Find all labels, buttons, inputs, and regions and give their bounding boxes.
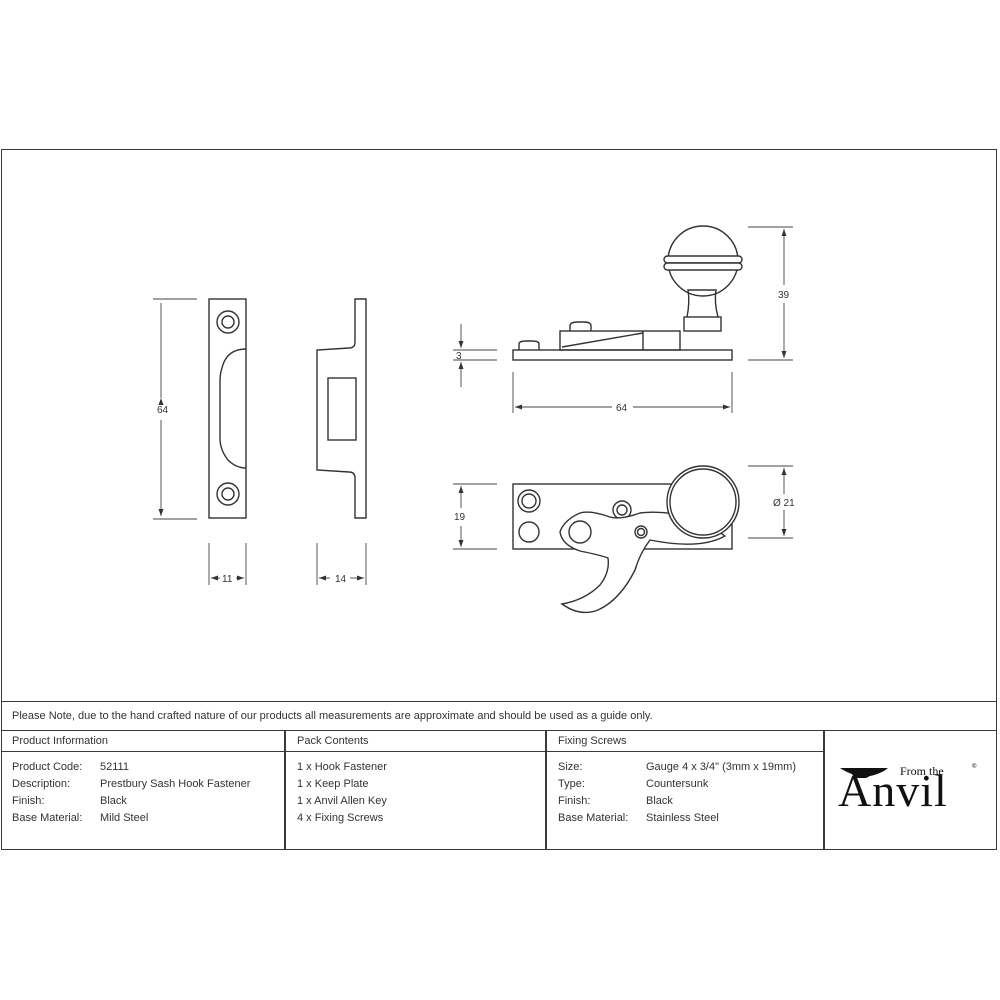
info-label: Base Material: [12,812,83,824]
dim-keep-plate-width: 11 [222,574,233,585]
info-row: Description: Prestbury Sash Hook Fastener [12,776,250,793]
screw-value: Stainless Steel [646,812,719,824]
disclaimer-text: Please Note, due to the hand crafted nat… [12,710,653,722]
screw-label: Size: [558,761,583,773]
column-divider [823,731,825,850]
dim-fastener-width: 19 [454,512,466,523]
drawing-sheet-border [1,149,997,850]
pack-item: 1 x Anvil Allen Key [297,795,387,807]
pack-contents-header: Pack Contents [286,731,545,752]
info-row: Base Material: Mild Steel [12,810,250,827]
fixing-screws-section: Fixing Screws Size: Gauge 4 x 3/4" (3mm x… [547,731,823,850]
info-label: Product Code: [12,761,83,773]
screw-label: Finish: [558,795,591,807]
info-value: 52111 [100,761,129,773]
screw-value: Countersunk [646,778,709,790]
pack-contents-section: Pack Contents 1 x Hook Fastener 1 x Keep… [286,731,545,850]
keep-plate-side-view [316,298,367,519]
dim-keep-side-depth: 14 [335,574,347,585]
info-row: Product Code: 52111 [12,759,250,776]
fixing-screws-rows: Size: Gauge 4 x 3/4" (3mm x 19mm) Type: Co… [558,759,796,827]
info-value: Prestbury Sash Hook Fastener [100,778,251,790]
fixing-screws-header: Fixing Screws [547,731,823,752]
product-information-title: Product Information [12,735,108,747]
screw-row: Base Material: Stainless Steel [558,810,796,827]
screw-label: Type: [558,778,585,790]
anvil-icon [840,768,888,778]
technical-drawing: 64 11 14 3 64 39 19 Ø 21 [153,225,795,614]
info-value: Black [100,795,127,807]
disclaimer-row: Please Note, due to the hand crafted nat… [1,701,997,731]
logo-registered-mark: ® [972,764,977,770]
pack-contents-list: 1 x Hook Fastener 1 x Keep Plate 1 x Anv… [297,759,387,827]
pack-item: 1 x Keep Plate [297,778,369,790]
screw-row: Type: Countersunk [558,776,796,793]
keep-plate-front-view [208,298,247,519]
screw-row: Size: Gauge 4 x 3/4" (3mm x 19mm) [558,759,796,776]
dim-fastener-height: 39 [778,290,790,301]
pack-contents-title: Pack Contents [297,735,369,747]
product-information-rows: Product Code: 52111 Description: Prestbury… [12,759,250,827]
hook-fastener-side-view [512,225,743,361]
column-divider [545,731,547,850]
screw-label: Base Material: [558,812,629,824]
fixing-screws-title: Fixing Screws [558,735,627,747]
screw-row: Finish: Black [558,793,796,810]
info-row: Finish: Black [12,793,250,810]
pack-item: 1 x Hook Fastener [297,761,387,773]
info-value: Mild Steel [100,812,149,824]
product-information-section: Product Information Product Code: 52111 D… [1,731,285,850]
column-divider [284,731,286,850]
info-label: Description: [12,778,71,790]
logo-brand-text: Anvil [838,765,948,816]
dim-fastener-length: 64 [616,403,628,414]
info-label: Finish: [12,795,45,807]
from-the-anvil-logo: From the Anvil ® [838,760,983,820]
dim-knob-diameter: Ø 21 [773,498,795,509]
screw-value: Gauge 4 x 3/4" (3mm x 19mm) [646,761,797,773]
dim-base-thickness: 3 [456,351,462,362]
screw-value: Black [646,795,673,807]
product-information-header: Product Information [1,731,285,752]
hook-fastener-top-view [512,465,740,614]
pack-item: 4 x Fixing Screws [297,812,384,824]
dim-keep-plate-height: 64 [157,405,169,416]
logo-from-text: From the [900,764,944,778]
